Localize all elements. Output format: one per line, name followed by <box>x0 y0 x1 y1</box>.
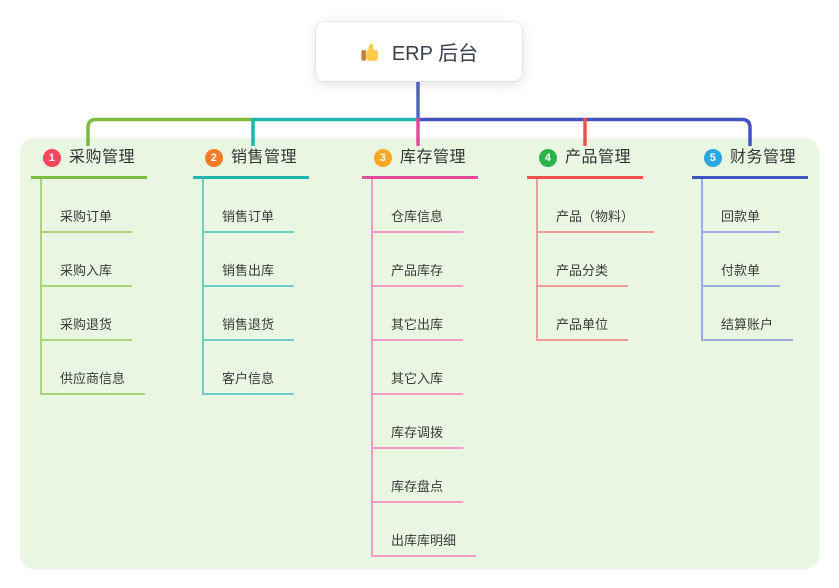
root-title: ERP 后台 <box>391 43 479 65</box>
child-topic[interactable]: 产品（物料） <box>538 179 655 233</box>
branch-topic[interactable]: 3 库存管理 <box>362 148 478 179</box>
branches-background-panel <box>20 138 819 569</box>
child-topic[interactable]: 库存盘点 <box>373 449 464 503</box>
branch-column: 3 库存管理 仓库信息产品库存其它出库其它入库库存调拨库存盘点出库库明细 <box>362 148 478 557</box>
branch-children: 销售订单销售出库销售退货客户信息 <box>202 179 295 395</box>
branch-topic[interactable]: 2 销售管理 <box>193 148 309 179</box>
branch-topic[interactable]: 1 采购管理 <box>31 148 147 179</box>
branch-title: 销售管理 <box>231 149 298 166</box>
thumbs-up-icon <box>361 43 378 61</box>
child-topic[interactable]: 产品单位 <box>538 287 629 341</box>
child-topic[interactable]: 其它出库 <box>373 287 464 341</box>
child-topic[interactable]: 采购退货 <box>42 287 133 341</box>
branch-topic[interactable]: 4 产品管理 <box>527 148 643 179</box>
branch-children: 采购订单采购入库采购退货供应商信息 <box>40 179 146 395</box>
branch-children: 产品（物料）产品分类产品单位 <box>536 179 655 341</box>
child-topic[interactable]: 回款单 <box>703 179 781 233</box>
branch-number-badge: 4 <box>539 149 557 167</box>
branch-number-badge: 3 <box>374 149 392 167</box>
branch-column: 4 产品管理 产品（物料）产品分类产品单位 <box>527 148 655 341</box>
branch-number-badge: 5 <box>704 149 722 167</box>
child-topic[interactable]: 销售订单 <box>204 179 295 233</box>
branch-title: 采购管理 <box>69 149 136 166</box>
child-topic[interactable]: 出库库明细 <box>373 503 477 557</box>
branch-title: 财务管理 <box>730 149 797 166</box>
branch-column: 2 销售管理 销售订单销售出库销售退货客户信息 <box>193 148 309 395</box>
child-topic[interactable]: 客户信息 <box>204 341 295 395</box>
child-topic[interactable]: 销售退货 <box>204 287 295 341</box>
child-topic[interactable]: 其它入库 <box>373 341 464 395</box>
child-topic[interactable]: 供应商信息 <box>42 341 146 395</box>
child-topic[interactable]: 结算账户 <box>703 287 794 341</box>
branch-children: 回款单付款单结算账户 <box>701 179 794 341</box>
branch-title: 产品管理 <box>565 149 632 166</box>
root-topic[interactable]: ERP 后台 <box>316 22 522 81</box>
child-topic[interactable]: 产品分类 <box>538 233 629 287</box>
branch-children: 仓库信息产品库存其它出库其它入库库存调拨库存盘点出库库明细 <box>371 179 477 557</box>
child-topic[interactable]: 采购入库 <box>42 233 133 287</box>
child-topic[interactable]: 付款单 <box>703 233 781 287</box>
branch-title: 库存管理 <box>400 149 467 166</box>
branch-number-badge: 1 <box>43 149 61 167</box>
branch-number-badge: 2 <box>205 149 223 167</box>
child-topic[interactable]: 销售出库 <box>204 233 295 287</box>
child-topic[interactable]: 采购订单 <box>42 179 133 233</box>
branch-topic[interactable]: 5 财务管理 <box>692 148 808 179</box>
child-topic[interactable]: 仓库信息 <box>373 179 464 233</box>
child-topic[interactable]: 库存调拨 <box>373 395 464 449</box>
branch-column: 5 财务管理 回款单付款单结算账户 <box>692 148 808 341</box>
child-topic[interactable]: 产品库存 <box>373 233 464 287</box>
branch-column: 1 采购管理 采购订单采购入库采购退货供应商信息 <box>31 148 147 395</box>
